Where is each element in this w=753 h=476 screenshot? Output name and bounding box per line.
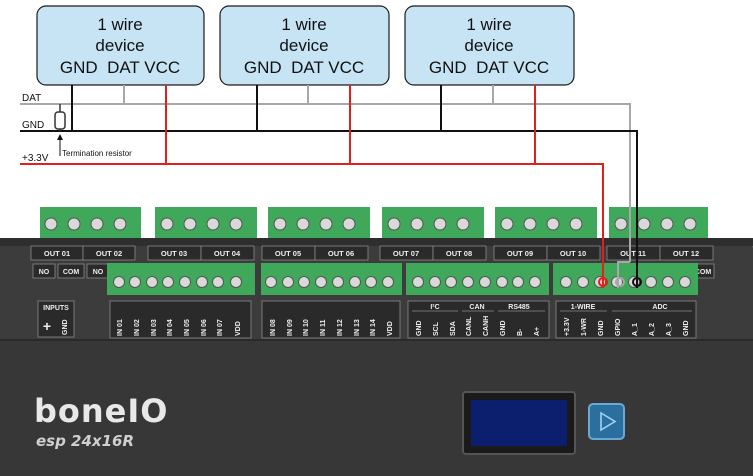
bus-pin-label: GND [416, 320, 423, 336]
device-subtitle: device [464, 36, 513, 55]
bus-header: I²C [430, 304, 439, 311]
onewire-header: 1-WIRE [571, 304, 596, 311]
dat-bus-line [20, 103, 631, 262]
device-subtitle: device [95, 36, 144, 55]
out-header-label: OUT 03 [161, 249, 187, 258]
out-header-label: OUT 11 [620, 249, 646, 258]
right-pin-label: +3.3V [564, 317, 571, 336]
model-name: esp 24x16R [36, 432, 134, 450]
input-label: IN 06 [201, 319, 208, 336]
bus-pin-label: SCL [433, 321, 440, 336]
bus-wires [20, 85, 638, 288]
right-pin-label: GPIO [615, 318, 622, 336]
onewire-adc-labels: 1-WIRE ADC +3.3V 1-WR GND GPIO A_1 A_2 A… [555, 300, 697, 339]
top-terminal-blocks [40, 207, 708, 239]
input-label: IN 04 [167, 319, 174, 336]
relay-pin-label: NO [93, 269, 104, 276]
input-label: VDD [235, 321, 242, 336]
device-title: 1 wire [97, 15, 142, 34]
device-pins: GND DAT VCC [60, 58, 180, 77]
brand-name: boneIO [34, 392, 168, 430]
out-header-label: OUT 07 [393, 249, 419, 258]
bus-header: CAN [469, 304, 484, 311]
input-label: IN 03 [151, 319, 158, 336]
input-labels-group-2: IN 08 IN 09 IN 10 IN 11 IN 12 IN 13 IN 1… [261, 300, 401, 339]
device-pins: GND DAT VCC [429, 58, 549, 77]
inputs-header: INPUTS [43, 305, 69, 312]
out-header-label: OUT 05 [275, 249, 301, 258]
input-label: IN 12 [337, 319, 344, 336]
arrow-up-icon [57, 134, 63, 140]
inputs-section: INPUTS + GND [37, 300, 75, 338]
device-2: 1 wire device GND DAT VCC [219, 5, 390, 86]
inputs-plus: + [43, 318, 51, 334]
out-header-label: OUT 09 [507, 249, 533, 258]
dat-label: DAT [22, 93, 41, 104]
oled-screen [471, 400, 567, 446]
out-header-label: OUT 04 [214, 249, 241, 258]
brand-logo: boneIO esp 24x16R [34, 392, 168, 450]
right-pin-label: GND [683, 320, 690, 336]
bus-labels: I²C CAN RS485 GND SCL SDA CANL CANH GND … [407, 300, 550, 339]
right-pin-label: A_2 [649, 323, 656, 336]
input-label: IN 11 [320, 320, 327, 336]
bus-pin-label: SDA [450, 321, 457, 336]
bus-pin-label: GND [500, 320, 507, 336]
bus-pin-label: A+ [534, 327, 541, 336]
input-label: VDD [387, 321, 394, 336]
out-headers: OUT 01 OUT 02 OUT 03 OUT 04 OUT 05 OUT 0… [30, 245, 714, 261]
device-1: 1 wire device GND DAT VCC [36, 5, 205, 86]
play-button[interactable] [588, 403, 625, 440]
input-label: IN 07 [217, 319, 224, 336]
play-icon [600, 411, 617, 432]
right-pin-label: 1-WR [581, 318, 588, 336]
relay-pin-label: COM [63, 269, 80, 276]
input-labels-group-1: IN 01 IN 02 IN 03 IN 04 IN 05 IN 06 IN 0… [109, 300, 252, 339]
right-pin-label: A_3 [666, 323, 673, 336]
relay-pin-label: NO [39, 269, 50, 276]
right-pin-label: GND [598, 320, 605, 336]
bus-pin-label: CANL [466, 316, 473, 336]
bus-pin-label: CANH [483, 316, 490, 336]
bus-header: RS485 [508, 304, 530, 311]
vcc-label: +3.3V [22, 153, 49, 164]
device-subtitle: device [279, 36, 328, 55]
input-label: IN 10 [303, 319, 310, 336]
input-label: IN 08 [270, 319, 277, 336]
device-title: 1 wire [466, 15, 511, 34]
device-3: 1 wire device GND DAT VCC [404, 5, 575, 86]
relay-pin-label: COM [695, 269, 712, 276]
input-label: IN 09 [287, 319, 294, 336]
board: OUT 01 OUT 02 OUT 03 OUT 04 OUT 05 OUT 0… [0, 207, 753, 476]
relay-pin-labels: NO COM NO COM [32, 263, 715, 279]
termination-label: Termination resistor [62, 149, 132, 158]
right-pin-label: A_1 [632, 323, 639, 336]
bus-pin-label: B- [517, 328, 524, 336]
out-header-label: OUT 10 [560, 249, 586, 258]
out-header-label: OUT 12 [673, 249, 699, 258]
wire-terminal-markers [598, 277, 642, 287]
input-label: IN 14 [370, 319, 377, 336]
device-pins: GND DAT VCC [244, 58, 364, 77]
vcc-bus-line [20, 163, 604, 288]
input-label: IN 02 [134, 319, 141, 336]
lower-terminal-blocks [107, 263, 698, 295]
out-header-label: OUT 01 [44, 249, 70, 258]
out-header-label: OUT 08 [446, 249, 472, 258]
termination-resistor [54, 104, 66, 156]
out-header-label: OUT 06 [328, 249, 354, 258]
inputs-gnd: GND [62, 319, 69, 335]
input-label: IN 01 [117, 319, 124, 336]
adc-header: ADC [652, 304, 667, 311]
device-title: 1 wire [281, 15, 326, 34]
gnd-bus-line [20, 130, 638, 288]
input-label: IN 05 [184, 319, 191, 336]
input-label: IN 13 [354, 319, 361, 336]
out-header-label: OUT 02 [96, 249, 122, 258]
gnd-label: GND [22, 120, 44, 131]
